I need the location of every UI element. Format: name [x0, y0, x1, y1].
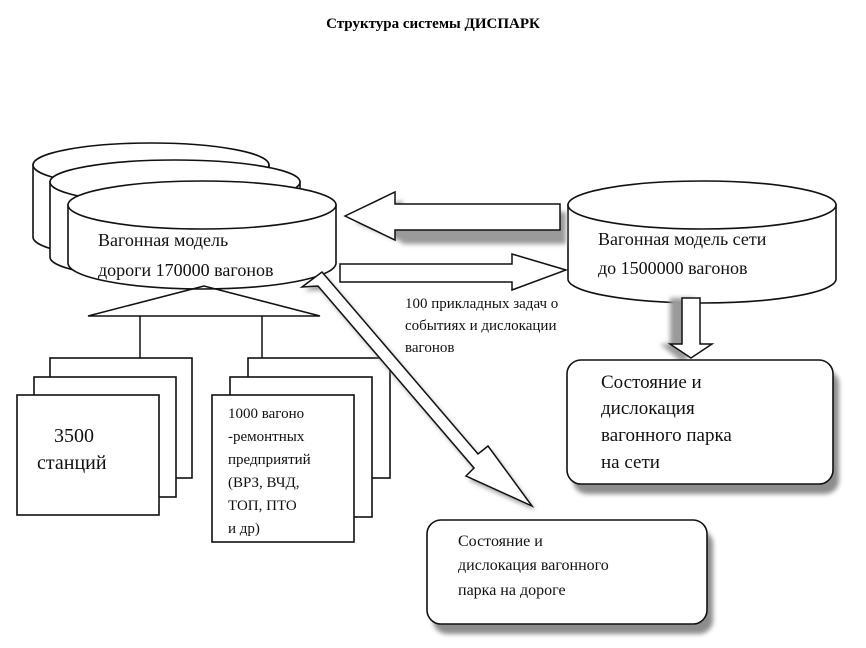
road-state-label: Состояние и дислокация вагонного парка н… [458, 533, 613, 599]
road-model-line-1: Вагонная модель [98, 230, 228, 250]
road-model-label: Вагонная модель дороги 170000 вагонов [98, 230, 274, 280]
network-model-line-2: до 1500000 вагонов [598, 258, 747, 278]
enterprises-line-2: -ремонтных [228, 429, 305, 445]
enterprises-label: 1000 вагоно -ремонтных предприятий (ВРЗ,… [228, 406, 314, 537]
network-state-box [566, 359, 839, 494]
enterprises-line-3: предприятий [228, 452, 311, 468]
tasks-line-2: событиях и дислокации [405, 318, 556, 334]
network-state-line-3: вагонного парка [601, 425, 732, 446]
network-state-line-2: дислокация [601, 398, 695, 419]
stations-stack [16, 357, 193, 516]
arrow-network-to-road [343, 190, 566, 244]
enterprises-stack [211, 357, 391, 543]
arrow-road-to-road-state [299, 270, 535, 510]
network-state-line-1: Состояние и [601, 372, 702, 393]
tasks-label: 100 прикладных задач о событиях и дислок… [405, 296, 562, 356]
network-model-line-1: Вагонная модель сети [598, 229, 767, 249]
road-model-line-2: дороги 170000 вагонов [98, 260, 274, 280]
network-model-cylinder [567, 180, 837, 304]
road-state-line-3: парка на дороге [458, 582, 566, 599]
diagram-title: Структура системы ДИСПАРК [326, 16, 540, 32]
arrow-road-to-network [339, 252, 569, 292]
tasks-line-3: вагонов [405, 340, 454, 356]
stations-line-2: станций [37, 452, 107, 474]
network-state-label: Состояние и дислокация вагонного парка н… [601, 372, 737, 473]
network-state-line-4: на сети [601, 452, 660, 473]
stations-line-1: 3500 [54, 425, 94, 447]
enterprises-line-5: ТОП, ПТО [228, 498, 297, 514]
road-model-cylinder-stack [32, 142, 337, 290]
arrow-network-to-network-state [660, 297, 715, 362]
network-model-label: Вагонная модель сети до 1500000 вагонов [598, 229, 771, 278]
enterprises-line-1: 1000 вагоно [228, 406, 304, 422]
road-state-line-1: Состояние и [458, 533, 543, 550]
cylinder-front [67, 180, 337, 290]
enterprises-line-6: и др) [228, 521, 260, 537]
road-state-box [426, 519, 713, 634]
tasks-line-1: 100 прикладных задач о [405, 296, 558, 312]
enterprises-line-4: (ВРЗ, ВЧД, [228, 475, 300, 491]
road-state-line-2: дислокация вагонного [458, 557, 609, 574]
stations-label: 3500 станций [37, 425, 107, 474]
